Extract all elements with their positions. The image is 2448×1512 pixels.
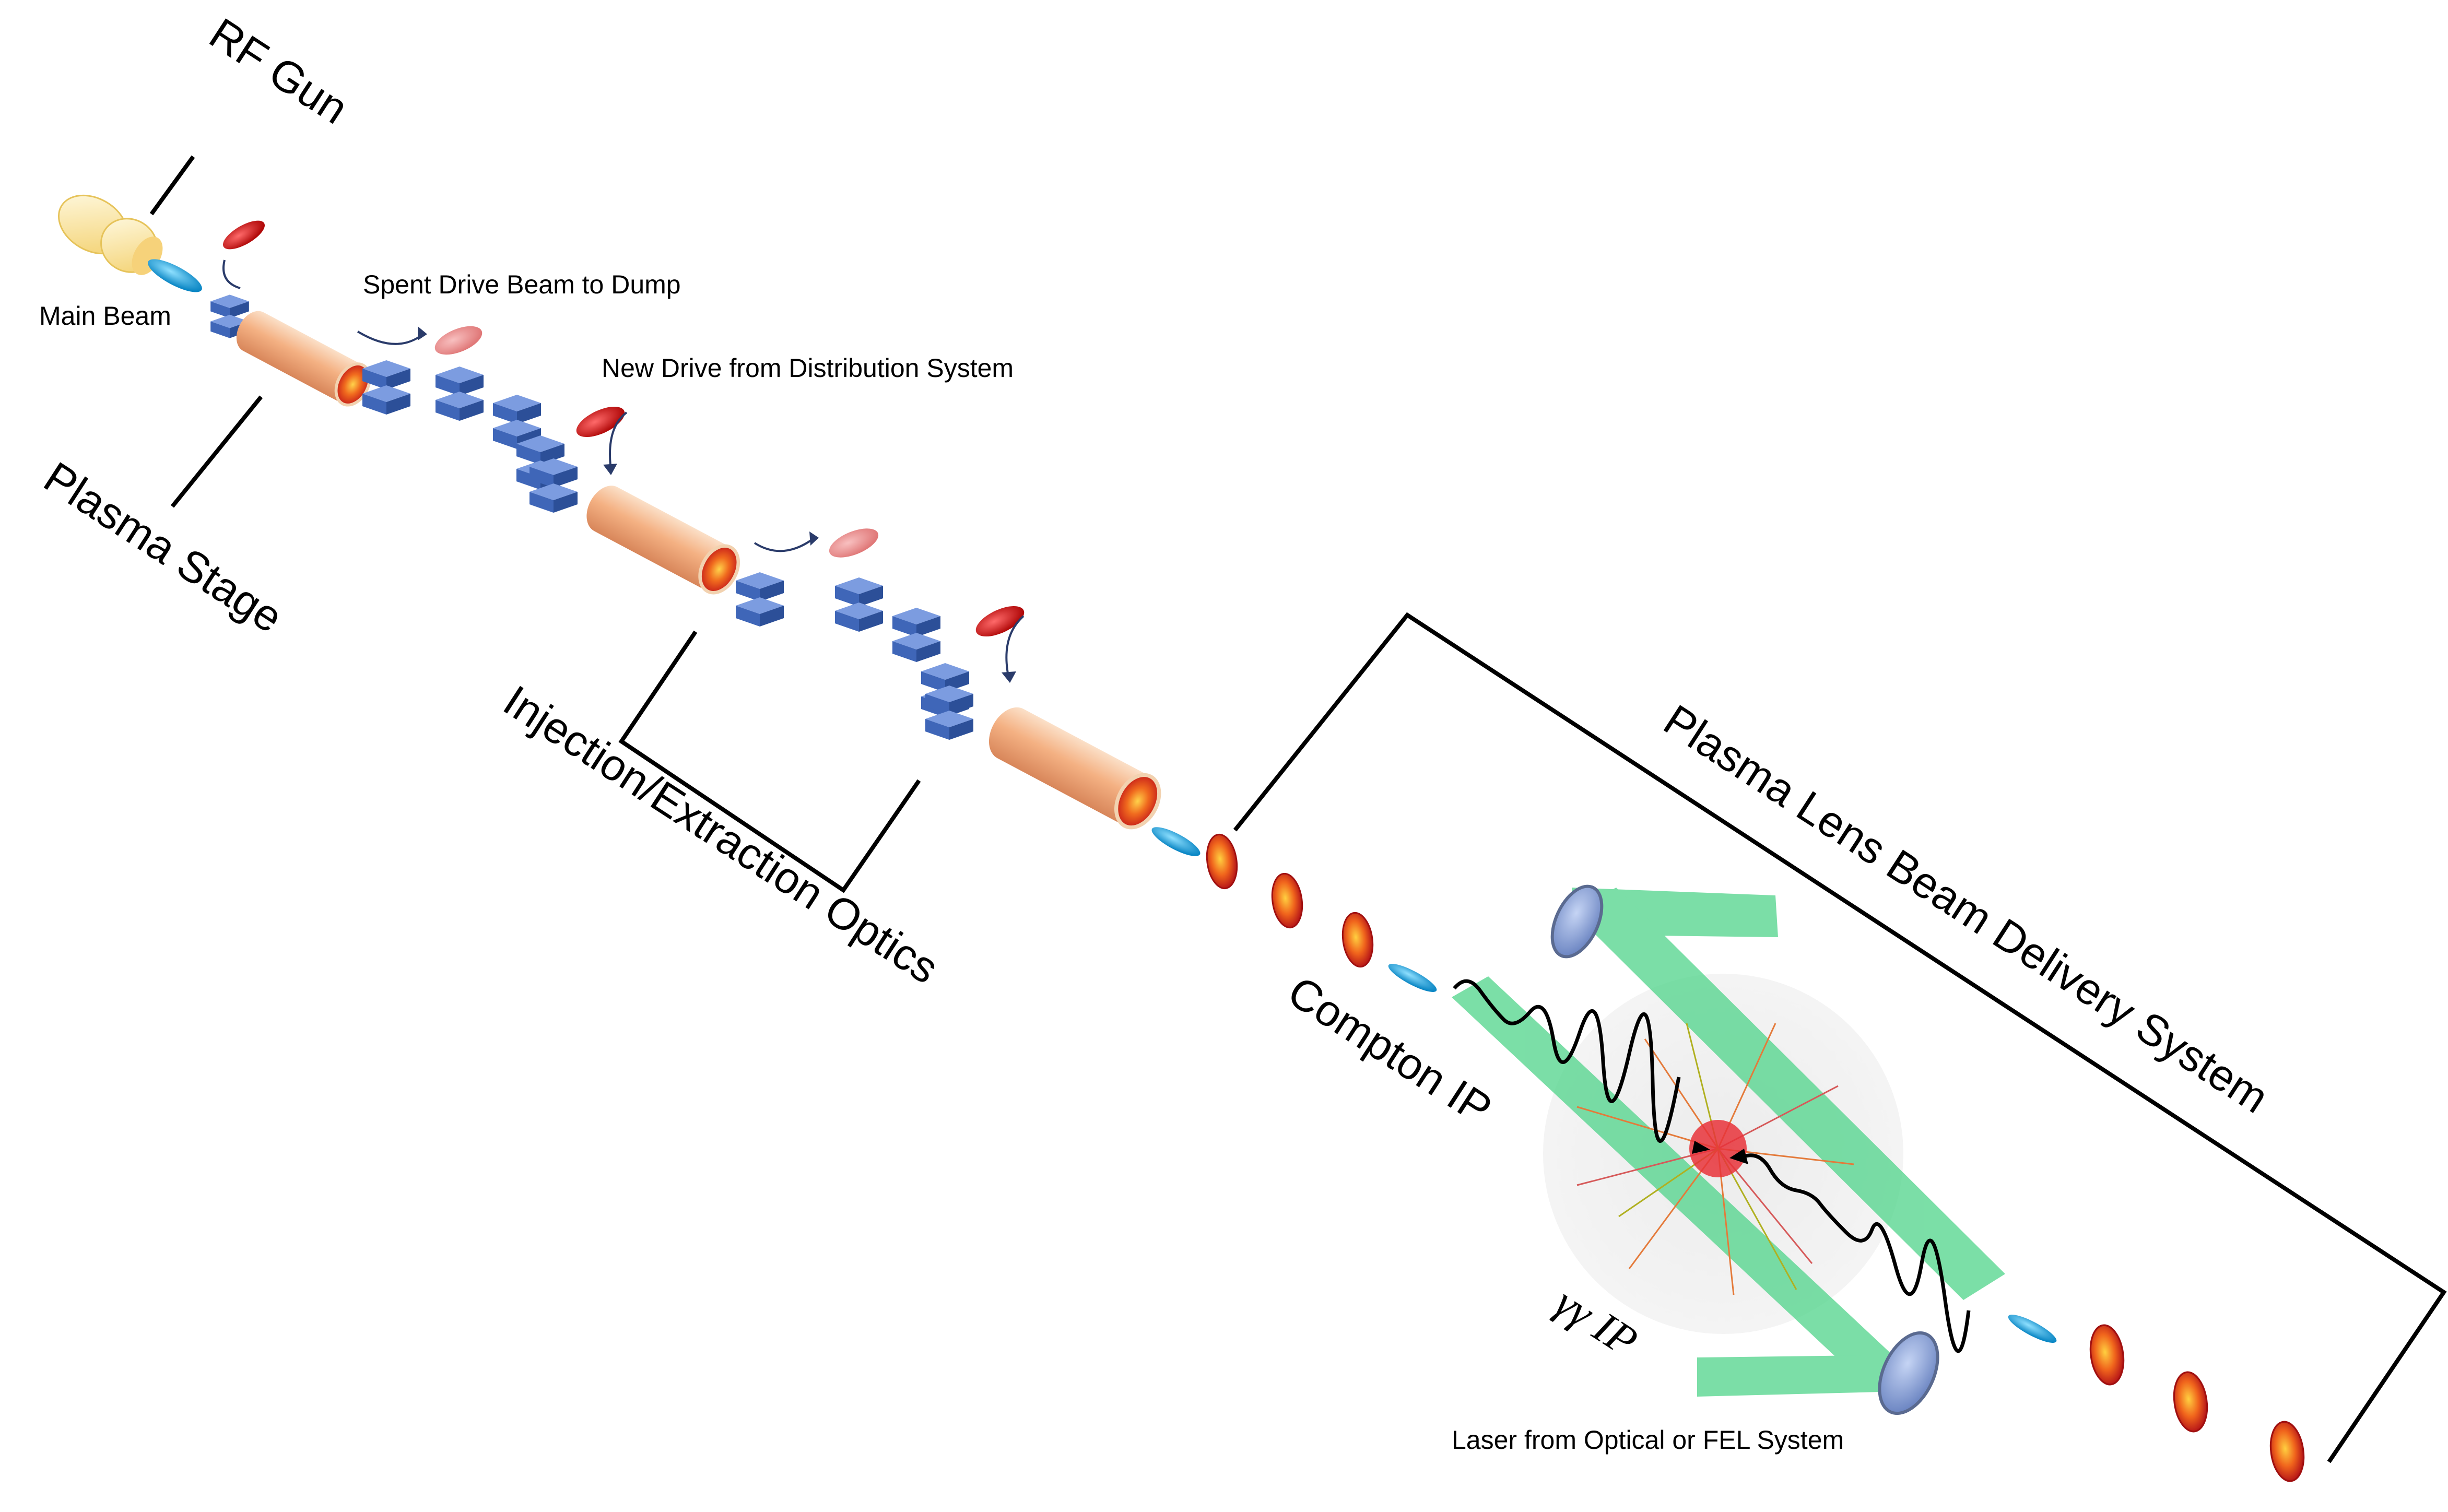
exit-bunch-1 (1151, 827, 1201, 856)
plasma-lens-bunch-4 (2086, 1322, 2128, 1388)
drive-bunch-3 (975, 606, 1025, 637)
laser-source-label: Laser from Optical or FEL System (1452, 1425, 1844, 1455)
plasma-cell-3 (980, 700, 1168, 835)
arrowhead-3 (809, 531, 819, 546)
laser-beams (1452, 888, 2005, 1397)
plasma-lens-bunch-1 (1203, 832, 1241, 891)
drive-injection-arrow-2 (609, 411, 628, 470)
plasma-lens-bds-bracket (1233, 612, 2447, 1463)
plasma-lens-bunch-3 (1338, 910, 1377, 970)
drive-injection-arrow-1 (222, 259, 241, 289)
main-beam-bunch (148, 259, 202, 292)
spent-drive-bunch-1 (434, 326, 482, 355)
photon-arrow-left (1692, 1141, 1710, 1154)
injection-optics-bracket (618, 630, 921, 893)
plasma-cell-2 (579, 479, 746, 599)
drive-bunch-2 (576, 406, 625, 438)
plasma-cell-1 (230, 305, 376, 411)
rf-gun-label: RF Gun (201, 8, 357, 133)
photon-arrow-right (1729, 1149, 1748, 1164)
exit-bunch-2 (1388, 964, 1437, 992)
main-beam-label: Main Beam (39, 301, 171, 330)
photon-line-left (1453, 979, 1681, 1143)
plasma-stage-label: Plasma Stage (36, 452, 291, 642)
plasma-stage-leader-line (170, 395, 263, 508)
drive-injection-arrow-3 (1005, 615, 1025, 679)
plasma-lens-bunch-6 (2266, 1419, 2309, 1484)
optics-block-1 (362, 360, 578, 513)
laser-beam-diagonal-2 (1452, 976, 1901, 1384)
laser-beam-diagonal-1 (1572, 888, 2005, 1300)
arrowhead-4 (1002, 671, 1016, 683)
spent-drive-label: Spent Drive Beam to Dump (363, 270, 681, 299)
arrowhead-2 (603, 464, 617, 475)
laser-beam-lower-input (1697, 1355, 1901, 1397)
plasma-lens-bunch-5 (2169, 1369, 2212, 1435)
plasma-lens-bunch-2 (1268, 871, 1307, 930)
spent-beam-arrow-1 (357, 330, 424, 345)
new-drive-label: New Drive from Distribution System (602, 353, 1014, 383)
rf-gun-leader-line (149, 155, 195, 216)
spent-drive-bunch-2 (829, 528, 879, 558)
laser-mirror-upper (1550, 884, 1604, 959)
optics-block-2 (736, 572, 973, 740)
drive-bunch-1 (223, 220, 265, 250)
arrowhead-1 (418, 326, 427, 340)
exit-bunch-3 (2008, 1315, 2057, 1343)
laser-mirror-lower (1878, 1331, 1939, 1415)
spent-beam-arrow-2 (754, 537, 816, 552)
photon-line-right (1743, 1153, 1971, 1353)
